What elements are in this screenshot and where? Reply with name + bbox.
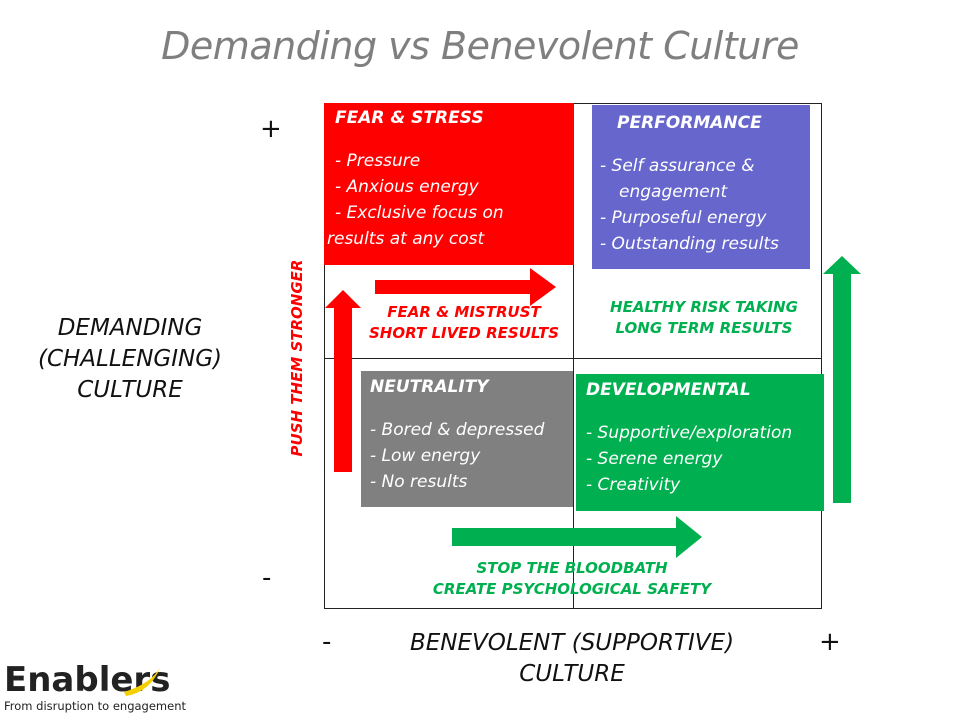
quadrant-item: - Low energy [370,446,481,466]
x-plus-sign: + [819,627,841,657]
axis-line: DEMANDING [57,315,203,341]
label-push-stronger: PUSH THEM STRONGER [288,259,306,457]
label-bloodbath: STOP THE BLOODBATH CREATE PSYCHOLOGICAL … [390,558,754,600]
quadrant-item: - No results [370,472,468,492]
arrow-up-green [823,256,861,503]
logo-tagline: From disruption to engagement [4,699,186,713]
quadrant-item: results at any cost [327,229,485,249]
axis-line: (CHALLENGING) [37,346,223,372]
quadrant-item: - Exclusive focus on [335,203,504,223]
quadrant-item: - Supportive/exploration [586,423,793,443]
quadrant-item: - Purposeful energy [600,208,767,228]
x-minus-sign: - [322,627,332,657]
quadrant-performance: PERFORMANCE - Self assurance & engagemen… [592,105,810,269]
quadrant-heading: DEVELOPMENTAL [586,380,751,400]
label-line: STOP THE BLOODBATH [476,559,668,577]
axis-line: BENEVOLENT (SUPPORTIVE) [409,630,735,656]
y-axis-label: DEMANDING (CHALLENGING) CULTURE [20,313,240,406]
quadrant-heading: FEAR & STRESS [335,108,484,128]
arrow-up-red [325,290,361,472]
quadrant-item: - Pressure [335,151,421,171]
quadrant-item: - Serene energy [586,449,723,469]
label-healthy-risk: HEALTHY RISK TAKING LONG TERM RESULTS [586,297,822,339]
axis-line: CULTURE [519,661,625,687]
slide-title: Demanding vs Benevolent Culture [161,24,799,68]
quadrant-item: - Bored & depressed [370,420,545,440]
arrow-right-red [375,268,556,306]
quadrant-heading: PERFORMANCE [617,113,762,133]
quadrant-item: - Anxious energy [335,177,479,197]
label-line: SHORT LIVED RESULTS [369,324,559,342]
quadrant-item: - Self assurance & [600,156,755,176]
x-axis-label: BENEVOLENT (SUPPORTIVE) CULTURE [382,628,762,690]
enablers-logo: Enablers From disruption to engagement [4,661,186,713]
axis-line: CULTURE [77,377,183,403]
quadrant-neutrality: NEUTRALITY - Bored & depressed - Low ene… [361,371,573,507]
quadrant-developmental: DEVELOPMENTAL - Supportive/exploration -… [576,374,824,511]
label-line: HEALTHY RISK TAKING [610,298,798,316]
horizontal-divider [324,358,822,359]
arrow-right-green [452,516,702,558]
y-minus-sign: - [262,563,272,593]
quadrant-fear-stress: FEAR & STRESS - Pressure - Anxious energ… [324,103,574,265]
logo-swoosh-icon [124,668,160,696]
quadrant-item: - Outstanding results [600,234,779,254]
label-line: FEAR & MISTRUST [387,303,541,321]
quadrant-item: engagement [619,182,728,202]
vertical-divider [573,103,574,609]
quadrant-heading: NEUTRALITY [370,377,489,397]
quadrant-item: - Creativity [586,475,681,495]
logo-name: Enablers [4,660,171,700]
label-line: CREATE PSYCHOLOGICAL SAFETY [432,580,712,598]
label-fear-mistrust: FEAR & MISTRUST SHORT LIVED RESULTS [354,302,574,344]
y-plus-sign: + [260,114,282,144]
label-line: LONG TERM RESULTS [615,319,793,337]
